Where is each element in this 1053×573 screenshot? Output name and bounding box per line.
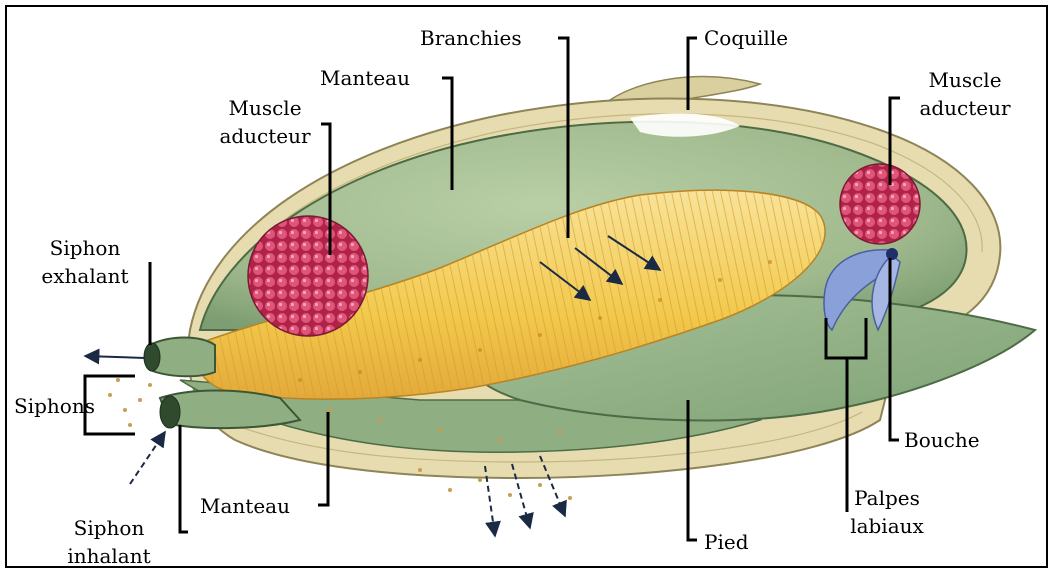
label-siphon-exhalant-line1: Siphon xyxy=(20,236,150,260)
adductor-muscle-left xyxy=(248,216,368,336)
label-coquille: Coquille xyxy=(704,26,788,50)
label-siphons: Siphons xyxy=(14,394,95,418)
mouth xyxy=(886,248,898,260)
label-muscle-right-line2: aducteur xyxy=(900,96,1030,120)
label-branchies: Branchies xyxy=(420,26,522,50)
label-muscle-right-line1: Muscle xyxy=(900,68,1030,92)
label-muscle-left-line2: aducteur xyxy=(200,124,330,148)
label-palpes-line2: labiaux xyxy=(832,514,942,538)
label-muscle-left-line1: Muscle xyxy=(210,96,320,120)
label-siphon-exhalant-line2: exhalant xyxy=(20,264,150,288)
leader-siphon-inhalant xyxy=(180,425,188,532)
inhalant-flow-arrow xyxy=(130,432,165,484)
label-manteau-bottom: Manteau xyxy=(200,494,290,518)
label-bouche: Bouche xyxy=(904,428,980,452)
label-palpes-line1: Palpes xyxy=(832,486,942,510)
label-pied: Pied xyxy=(704,530,749,554)
label-manteau-top: Manteau xyxy=(320,66,410,90)
adductor-muscle-right xyxy=(840,164,920,244)
exhalant-flow-arrow xyxy=(85,356,145,358)
label-siphon-inhalant-line2: inhalant xyxy=(44,544,174,568)
label-siphon-inhalant-line1: Siphon xyxy=(44,516,174,540)
